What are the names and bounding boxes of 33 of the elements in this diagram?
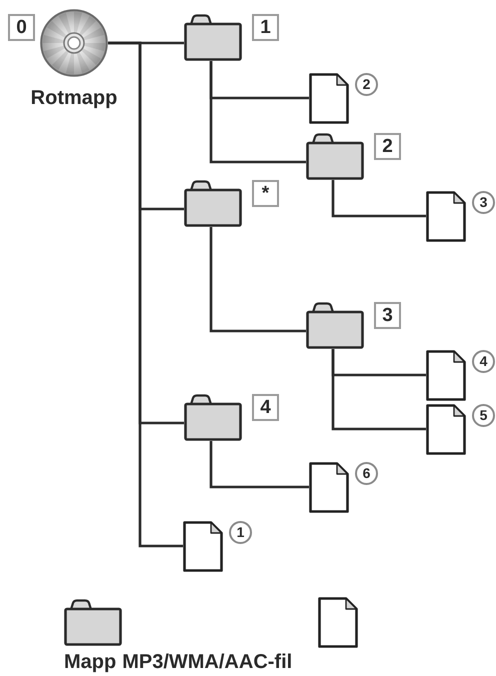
file-number: 1: [229, 521, 252, 544]
folder-number: 2: [374, 133, 401, 160]
disc-icon: [40, 9, 108, 77]
file-number: 2: [355, 73, 378, 96]
file-icon: [309, 73, 349, 124]
file-icon: [426, 191, 466, 242]
tree-line: [210, 61, 306, 164]
legend-label: MP3/WMA/AAC-fil: [122, 651, 292, 673]
tree-line: [210, 227, 306, 332]
legend-label: Mapp: [64, 651, 116, 673]
folder-number: 1: [252, 14, 279, 41]
file-icon: [309, 462, 349, 513]
file-number: 6: [355, 462, 378, 485]
folder-icon: [306, 302, 364, 349]
tree-line: [210, 441, 309, 488]
folder-number: *: [252, 180, 279, 207]
folder-icon: [306, 133, 364, 180]
file-icon: [183, 521, 223, 572]
folder-caption: Rotmapp: [30, 87, 118, 109]
folder-icon: [184, 394, 242, 441]
folder-number: 3: [374, 302, 401, 329]
tree-line: [108, 42, 183, 548]
file-icon: [426, 404, 466, 455]
file-number: 3: [472, 191, 495, 214]
file-number: 4: [472, 350, 495, 373]
folder-icon: [184, 14, 242, 61]
tree-line: [332, 180, 426, 218]
folder-icon: [184, 180, 242, 227]
file-icon: [426, 350, 466, 401]
file-number: 5: [472, 404, 495, 427]
folder-number: 4: [252, 394, 279, 421]
folder-number: 0: [8, 14, 35, 41]
tree-line: [332, 349, 426, 430]
